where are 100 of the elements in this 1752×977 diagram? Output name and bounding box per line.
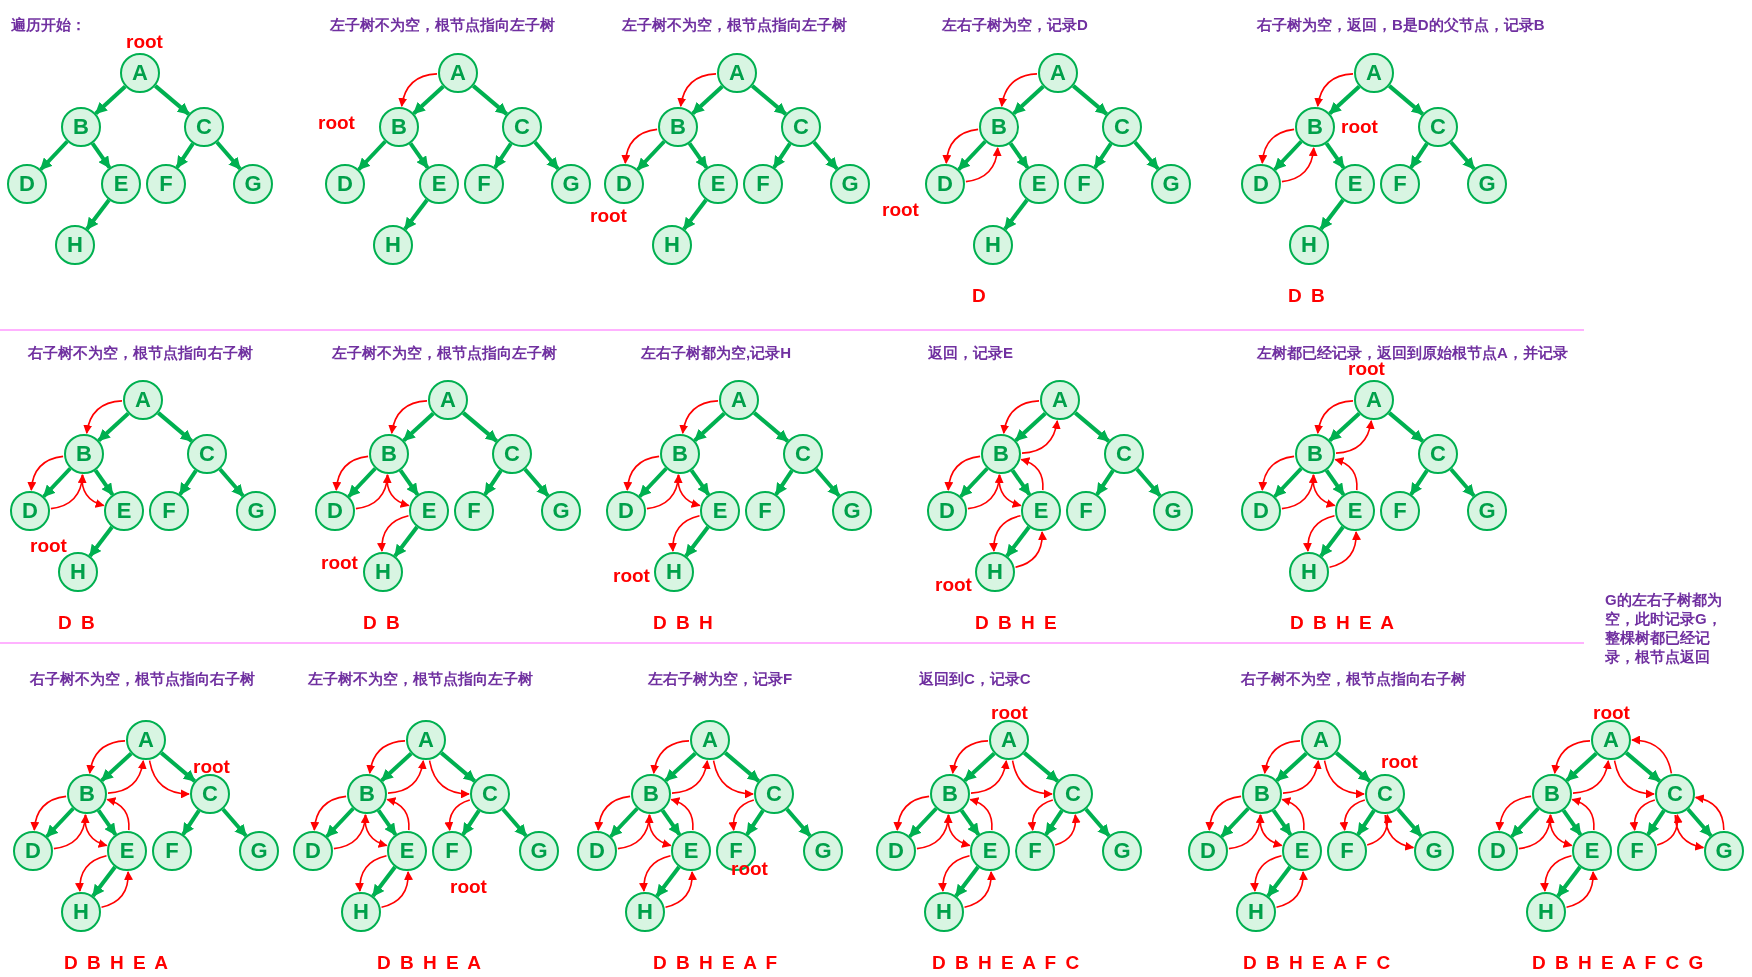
tree-node: A (719, 380, 759, 420)
curved-arrow (1572, 759, 1612, 794)
tree-node: F (146, 164, 186, 204)
tree-node: F (152, 831, 192, 871)
tree-node: H (1289, 225, 1329, 265)
arrow (691, 85, 724, 115)
arrow (1625, 751, 1661, 783)
arrow (402, 412, 435, 442)
root-label: root (193, 757, 230, 777)
arrow (1008, 142, 1030, 169)
arrow (178, 469, 198, 496)
arrow (1409, 142, 1429, 169)
tree-node: G (519, 831, 559, 871)
root-label: root (1381, 752, 1418, 772)
visit-sequence: D B H E A F C (1243, 952, 1393, 974)
tree-node: G (830, 164, 870, 204)
arrow (724, 751, 760, 783)
root-label: root (126, 32, 163, 52)
arrow (160, 751, 196, 783)
curved-arrow (86, 740, 126, 775)
arrow (94, 85, 127, 115)
tree-node: D (10, 491, 50, 531)
arrow (88, 525, 114, 558)
curved-arrow (671, 759, 711, 794)
visit-sequence: D (972, 285, 988, 307)
arrow (1074, 411, 1110, 443)
curved-arrow (366, 740, 406, 775)
curved-arrow (970, 759, 1010, 794)
curved-arrow (949, 740, 989, 775)
curved-arrow (81, 474, 105, 508)
arrow (96, 809, 118, 836)
arrow (1319, 198, 1345, 231)
curved-arrow (84, 814, 108, 848)
arrow (218, 467, 245, 498)
arrow (380, 752, 413, 782)
arrow (1093, 142, 1113, 169)
visit-sequence: D B H E A (64, 952, 170, 974)
step-title: 右子树不为空，根节点指向右子树 (1241, 669, 1466, 689)
tree-node: C (470, 774, 510, 814)
tree-node: F (149, 491, 189, 531)
tree-node: H (652, 225, 692, 265)
tree-node: G (1704, 831, 1744, 871)
curved-arrow (1631, 735, 1673, 775)
curved-arrow (50, 474, 87, 510)
step-title: 遍历开始： (11, 15, 86, 35)
arrow (215, 140, 242, 171)
tree-node: D (13, 831, 53, 871)
arrow (1561, 809, 1583, 836)
curved-arrow (648, 814, 672, 848)
arrow (39, 140, 69, 171)
arrow (461, 809, 481, 836)
arrow (814, 467, 841, 498)
tree-node: B (631, 774, 671, 814)
tree-node: A (406, 720, 446, 760)
visit-sequence: D B H E A (1290, 612, 1396, 634)
root-label: root (1593, 703, 1630, 723)
curved-arrow (668, 514, 701, 552)
curved-arrow (670, 797, 694, 831)
curved-arrow (148, 759, 190, 799)
curved-arrow (1021, 419, 1061, 454)
tree-node: D (604, 164, 644, 204)
arrow (42, 467, 72, 498)
curved-arrow (333, 814, 370, 850)
arrow (957, 140, 987, 171)
arrow (97, 412, 130, 442)
tree-node: B (347, 774, 387, 814)
curved-arrow (1613, 759, 1655, 799)
tree-node: C (502, 107, 542, 147)
tree-node: C (781, 107, 821, 147)
arrow (664, 752, 697, 782)
root-label: root (450, 877, 487, 897)
tree-node: A (1591, 720, 1631, 760)
arrow (1328, 85, 1361, 115)
arrow (687, 142, 709, 169)
curved-arrow (1674, 814, 1705, 851)
curved-arrow (1054, 814, 1081, 846)
tree-node: G (832, 491, 872, 531)
tree-node: H (924, 892, 964, 932)
tree-node: F (1064, 164, 1104, 204)
tree-node: F (1380, 164, 1420, 204)
visit-sequence: D B H E A (377, 952, 483, 974)
tree-node: B (1295, 107, 1335, 147)
arrow (693, 412, 726, 442)
tree-node: B (64, 434, 104, 474)
step-title: 左右子树为空，记录F (648, 669, 793, 689)
arrow (1686, 807, 1713, 838)
curved-arrow (1020, 457, 1044, 491)
curved-arrow (893, 795, 930, 831)
tree-node: A (1301, 720, 1341, 760)
visit-sequence: D B (1288, 285, 1327, 307)
tree-node: E (1335, 491, 1375, 531)
curved-arrow (355, 854, 388, 892)
curved-arrow (969, 797, 993, 831)
step-title: 右子树为空，返回，B是D的父节点，记录B (1257, 15, 1545, 35)
arrow (1012, 85, 1045, 115)
root-label: root (1341, 117, 1378, 137)
curved-arrow (1011, 759, 1053, 799)
arrow (157, 411, 193, 443)
arrow (1133, 140, 1160, 171)
curved-arrow (386, 797, 410, 831)
